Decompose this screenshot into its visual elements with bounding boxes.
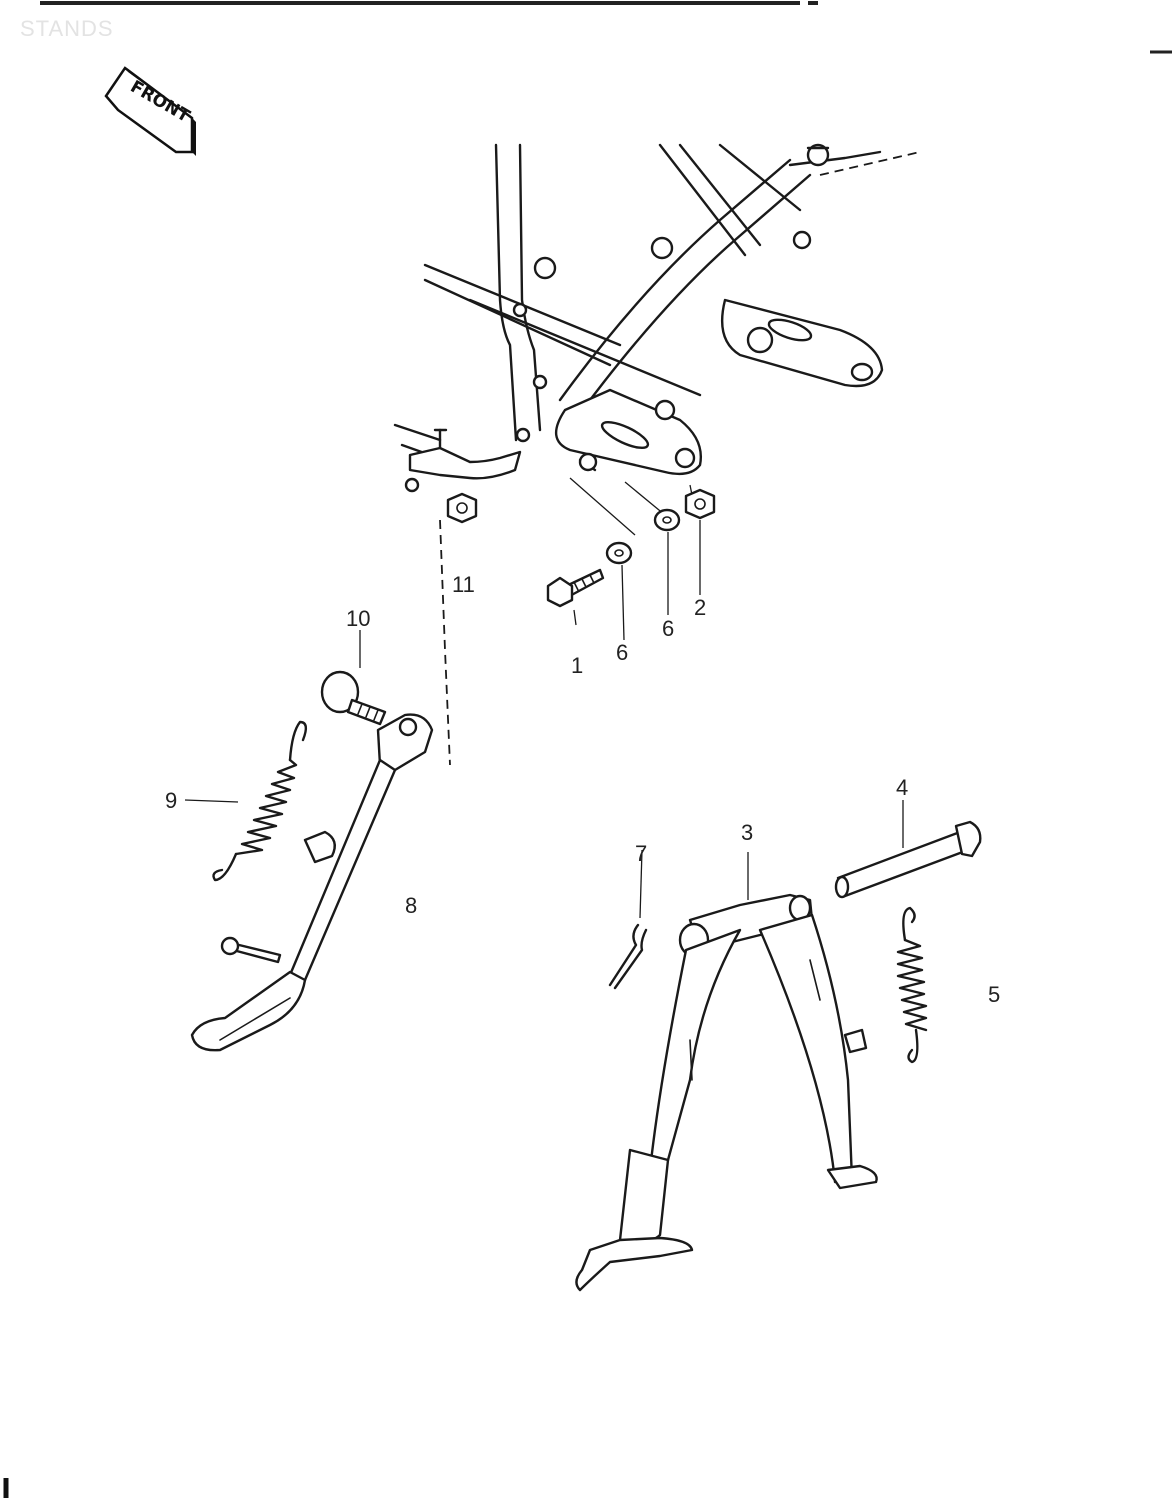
pivot-bolt-icon (320, 670, 387, 726)
callout-2: 2 (694, 595, 707, 620)
callout-8: 8 (405, 893, 418, 918)
callout-4: 4 (896, 775, 909, 800)
callout-6a: 6 (616, 640, 629, 665)
shaft-icon (834, 820, 982, 899)
spring-icon-5 (896, 906, 928, 1064)
nut-icon-11 (446, 492, 478, 524)
nut-icon-2 (684, 488, 716, 520)
side-stand-icon (190, 713, 434, 1052)
callout-10: 10 (346, 606, 371, 631)
washer-icon-6b (653, 508, 681, 532)
callout-6b: 6 (662, 616, 675, 641)
callout-1: 1 (571, 653, 584, 678)
page-title: STANDS (20, 16, 114, 41)
center-stand-icon (575, 852, 878, 1292)
front-arrow-icon: FRONT (104, 66, 196, 156)
callout-9: 9 (165, 788, 178, 813)
callout-7: 7 (635, 841, 648, 866)
callout-5: 5 (988, 982, 1001, 1007)
callout-3: 3 (741, 820, 754, 845)
bolt-icon-1 (546, 568, 605, 608)
washer-icon-6a (605, 541, 633, 565)
spring-icon-9 (212, 720, 308, 882)
motorcycle-frame-icon (393, 143, 921, 493)
callout-11: 11 (452, 572, 475, 597)
cotter-pin-icon (608, 923, 648, 990)
